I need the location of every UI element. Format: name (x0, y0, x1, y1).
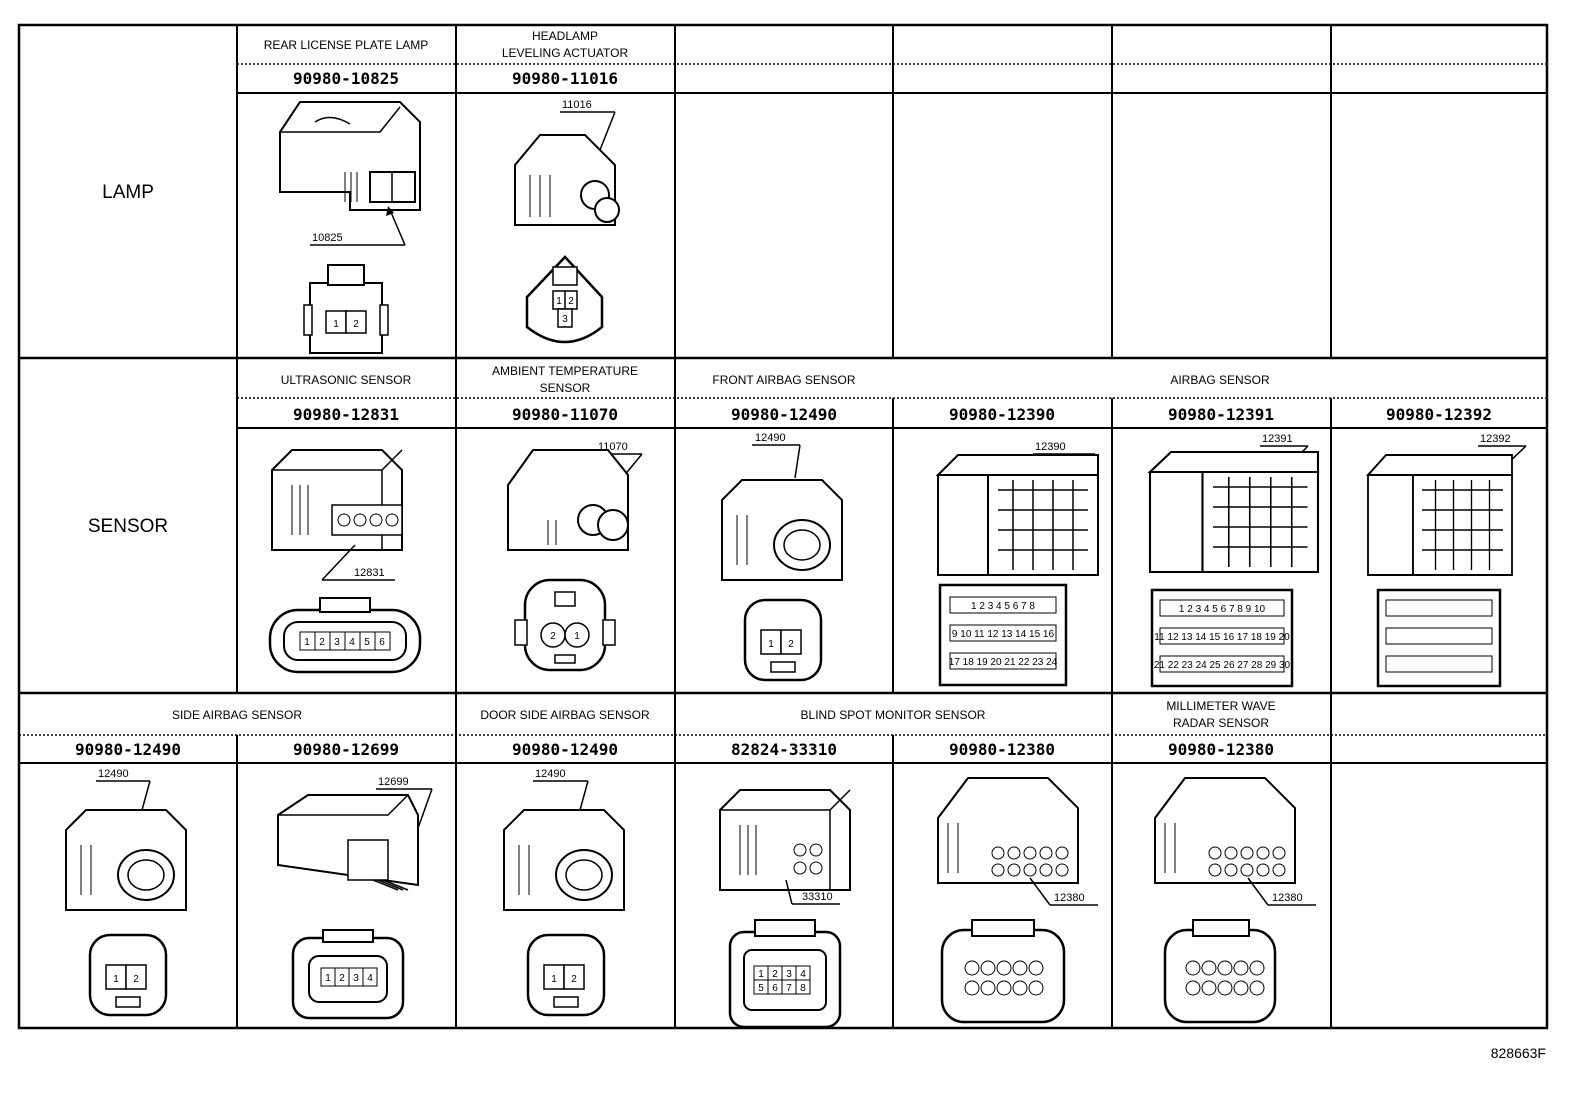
part-number-10825: 90980-10825 (293, 69, 399, 88)
callout-11016: 11016 (562, 99, 592, 111)
connector-12380-radar-drawing: 12380 (1154, 777, 1316, 1024)
part-number-11016: 90980-11016 (512, 69, 618, 88)
category-sensor: SENSOR (88, 516, 168, 537)
svg-text:2: 2 (339, 973, 345, 984)
svg-text:3: 3 (334, 637, 340, 648)
svg-text:1: 1 (551, 974, 557, 985)
label-ambient-sensor: SENSOR (540, 381, 591, 395)
callout-12380-radar: 12380 (1272, 892, 1303, 904)
svg-text:5: 5 (758, 983, 764, 994)
connector-12490-side-drawing: 12490 1 2 (65, 768, 187, 1017)
part-number-12391: 90980-12391 (1168, 405, 1274, 424)
svg-text:1: 1 (758, 969, 764, 980)
callout-12390: 12390 (1035, 441, 1066, 453)
svg-text:8: 8 (800, 983, 806, 994)
label-headlamp: HEADLAMP (532, 29, 598, 43)
svg-text:17 18 19 20 21 22 23 24: 17 18 19 20 21 22 23 24 (949, 657, 1058, 668)
svg-text:2: 2 (550, 631, 556, 642)
svg-text:3: 3 (786, 969, 792, 980)
part-number-bsm-12380: 90980-12380 (949, 740, 1055, 759)
svg-text:4: 4 (349, 637, 355, 648)
svg-text:4: 4 (800, 969, 806, 980)
callout-12380-bsm: 12380 (1054, 892, 1085, 904)
connector-11070-drawing: 11070 2 1 (507, 441, 643, 672)
svg-text:11 12 13 14 15 16 17 18 19 20: 11 12 13 14 15 16 17 18 19 20 (1154, 632, 1290, 643)
svg-text:1: 1 (768, 639, 774, 650)
callout-12699: 12699 (378, 776, 409, 788)
connector-11016-drawing: 11016 1 2 3 (514, 99, 620, 344)
callout-12391: 12391 (1262, 433, 1293, 445)
label-radar-sensor: RADAR SENSOR (1173, 716, 1269, 730)
part-number-12699: 90980-12699 (293, 740, 399, 759)
connector-12391-drawing: 12391 1 2 3 4 5 6 7 8 9 10 11 12 13 14 1… (1148, 433, 1320, 688)
svg-text:1: 1 (325, 973, 331, 984)
svg-text:4: 4 (367, 973, 373, 984)
label-leveling-actuator: LEVELING ACTUATOR (502, 46, 629, 60)
part-number-12392: 90980-12392 (1386, 405, 1492, 424)
svg-text:21 22 23 24 25 26 27 28 29 30: 21 22 23 24 25 26 27 28 29 30 (1154, 660, 1291, 671)
svg-text:1: 1 (113, 974, 119, 985)
part-number-12490: 90980-12490 (731, 405, 837, 424)
callout-33310: 33310 (802, 891, 833, 903)
svg-text:2: 2 (353, 319, 359, 330)
svg-text:1: 1 (304, 637, 310, 648)
part-number-door-12490: 90980-12490 (512, 740, 618, 759)
svg-text:1: 1 (556, 296, 562, 307)
grid-lines (17, 23, 1549, 1030)
label-door-side-airbag-sensor: DOOR SIDE AIRBAG SENSOR (480, 708, 650, 722)
figure-id: 828663F (1491, 1045, 1546, 1061)
svg-text:2: 2 (568, 296, 574, 307)
label-ultrasonic-sensor: ULTRASONIC SENSOR (281, 373, 412, 387)
part-number-33310: 82824-33310 (731, 740, 837, 759)
connector-12490-front-drawing: 12490 1 2 (721, 432, 843, 682)
svg-text:6: 6 (379, 637, 385, 648)
label-millimeter-wave: MILLIMETER WAVE (1166, 699, 1275, 713)
svg-text:2: 2 (133, 974, 139, 985)
label-front-airbag-sensor: FRONT AIRBAG SENSOR (712, 373, 855, 387)
label-ambient-temperature: AMBIENT TEMPERATURE (492, 364, 638, 378)
svg-text:3: 3 (562, 314, 568, 325)
svg-text:2: 2 (319, 637, 325, 648)
category-lamp: LAMP (102, 182, 154, 203)
part-number-12390: 90980-12390 (949, 405, 1055, 424)
label-side-airbag-sensor: SIDE AIRBAG SENSOR (172, 708, 302, 722)
connector-12392-drawing: 12392 (1367, 433, 1527, 688)
callout-10825: 10825 (312, 232, 343, 244)
callout-12392: 12392 (1480, 433, 1511, 445)
svg-text:1: 1 (574, 631, 580, 642)
svg-text:2: 2 (772, 969, 778, 980)
svg-text:1 2 3 4 5 6 7 8: 1 2 3 4 5 6 7 8 (971, 601, 1035, 612)
svg-text:2: 2 (788, 639, 794, 650)
part-number-12831: 90980-12831 (293, 405, 399, 424)
connector-12831-drawing: 12831 1 2 3 4 5 6 (268, 449, 422, 674)
svg-text:9 10 11 12 13 14 15 16: 9 10 11 12 13 14 15 16 (952, 629, 1055, 640)
svg-text:3: 3 (353, 973, 359, 984)
callout-12490-front: 12490 (755, 432, 786, 444)
part-number-11070: 90980-11070 (512, 405, 618, 424)
callout-12831: 12831 (354, 567, 385, 579)
part-number-radar-12380: 90980-12380 (1168, 740, 1274, 759)
svg-text:1: 1 (333, 319, 339, 330)
svg-text:6: 6 (772, 983, 778, 994)
label-rear-license-plate-lamp: REAR LICENSE PLATE LAMP (264, 38, 429, 52)
svg-text:2: 2 (571, 974, 577, 985)
part-number-side-12490: 90980-12490 (75, 740, 181, 759)
connector-12699-drawing: 12699 1 2 3 4 (277, 776, 433, 1020)
svg-text:7: 7 (786, 983, 792, 994)
label-blind-spot-monitor-sensor: BLIND SPOT MONITOR SENSOR (801, 708, 986, 722)
connector-10825-drawing: 10825 1 2 (279, 101, 421, 354)
callout-12490-door: 12490 (535, 768, 566, 780)
svg-text:5: 5 (364, 637, 370, 648)
connector-12490-door-drawing: 12490 1 2 (503, 768, 625, 1017)
connector-12390-drawing: 12390 1 2 3 4 5 6 7 8 9 10 11 12 13 14 1… (937, 441, 1099, 687)
callout-12490-side: 12490 (98, 768, 129, 780)
label-airbag-sensor: AIRBAG SENSOR (1170, 373, 1270, 387)
connector-33310-drawing: 33310 1 2 3 4 5 6 7 8 (719, 789, 851, 1029)
connector-12380-bsm-drawing: 12380 (937, 777, 1098, 1024)
svg-text:1 2 3 4 5 6 7 8 9 10: 1 2 3 4 5 6 7 8 9 10 (1179, 604, 1266, 615)
